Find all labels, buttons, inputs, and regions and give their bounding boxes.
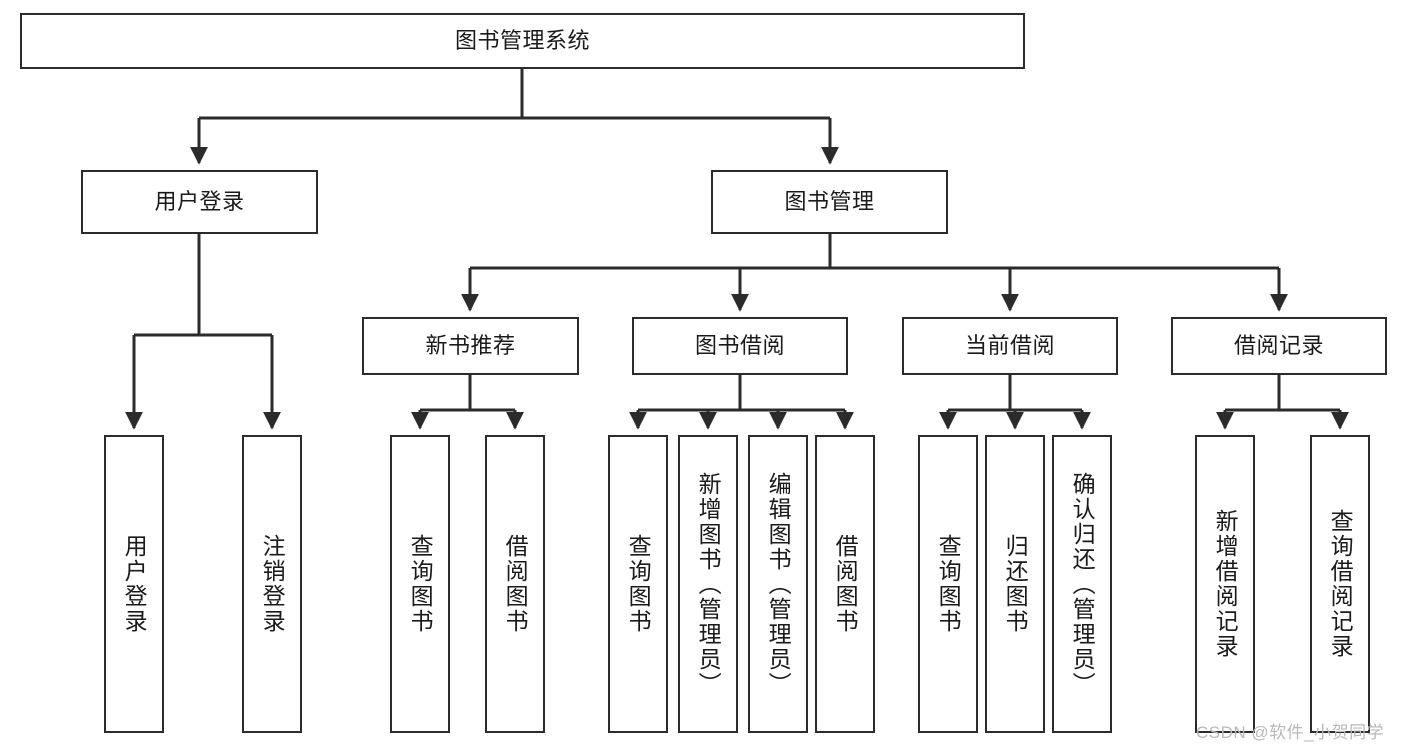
node-label: 图书管理系统 (454, 28, 590, 54)
node-label: 新书推荐 (425, 333, 516, 359)
node-label: 借阅图书 (832, 534, 859, 634)
node-label: 图书借阅 (694, 333, 785, 359)
node-label: 当前借阅 (964, 333, 1055, 359)
node-label: 查询图书 (625, 534, 652, 634)
node-leaf-confirm-return[interactable]: 确认归还（管理员） (1052, 435, 1112, 733)
node-leaf-query-book-borrow[interactable]: 查询图书 (608, 435, 668, 733)
node-leaf-query-book-recommend[interactable]: 查询图书 (390, 435, 450, 733)
node-leaf-user-login[interactable]: 用户登录 (104, 435, 164, 733)
node-current-borrow[interactable]: 当前借阅 (902, 317, 1118, 375)
node-leaf-query-borrow-record[interactable]: 查询借阅记录 (1310, 435, 1370, 733)
node-label: 编辑图书（管理员） (765, 471, 792, 697)
node-label: 新增借阅记录 (1212, 509, 1239, 659)
node-label: 查询图书 (935, 534, 962, 634)
node-leaf-add-borrow-record[interactable]: 新增借阅记录 (1195, 435, 1255, 733)
edges-book-borrow-to-leaves (629, 375, 854, 430)
node-book-borrow[interactable]: 图书借阅 (632, 317, 848, 375)
edges-user-login-to-leaves (125, 234, 281, 430)
node-root-system[interactable]: 图书管理系统 (20, 13, 1025, 69)
edges-book-manage-to-level3 (461, 234, 1288, 312)
node-leaf-return-book[interactable]: 归还图书 (985, 435, 1045, 733)
node-leaf-add-book[interactable]: 新增图书（管理员） (678, 435, 738, 733)
node-label: 查询借阅记录 (1327, 509, 1354, 659)
edges-root-to-level2 (190, 69, 839, 165)
node-label: 借阅记录 (1233, 333, 1324, 359)
node-leaf-logout[interactable]: 注销登录 (242, 435, 302, 733)
node-label: 注销登录 (259, 534, 286, 634)
edges-borrow-record-to-leaves (1216, 375, 1349, 430)
node-leaf-query-book-current[interactable]: 查询图书 (918, 435, 978, 733)
node-label: 新增图书（管理员） (695, 471, 722, 697)
node-new-book-recommend[interactable]: 新书推荐 (362, 317, 579, 375)
node-leaf-borrow-book-recommend[interactable]: 借阅图书 (485, 435, 545, 733)
node-book-manage[interactable]: 图书管理 (711, 170, 948, 234)
node-label: 归还图书 (1002, 534, 1029, 634)
edges-current-borrow-to-leaves (939, 375, 1091, 430)
node-label: 查询图书 (407, 534, 434, 634)
watermark-text: CSDN @软件_小贺同学 (1196, 723, 1385, 742)
node-borrow-record[interactable]: 借阅记录 (1171, 317, 1387, 375)
node-leaf-borrow-book[interactable]: 借阅图书 (815, 435, 875, 733)
node-label: 图书管理 (784, 189, 875, 215)
csdn-watermark: CSDN @软件_小贺同学 (1196, 718, 1384, 743)
node-label: 用户登录 (121, 534, 148, 634)
node-label: 借阅图书 (502, 534, 529, 634)
node-label: 用户登录 (154, 189, 245, 215)
edges-new-book-rec-to-leaves (411, 375, 524, 430)
node-user-login[interactable]: 用户登录 (81, 170, 318, 234)
node-label: 确认归还（管理员） (1069, 471, 1096, 697)
node-leaf-edit-book[interactable]: 编辑图书（管理员） (748, 435, 808, 733)
